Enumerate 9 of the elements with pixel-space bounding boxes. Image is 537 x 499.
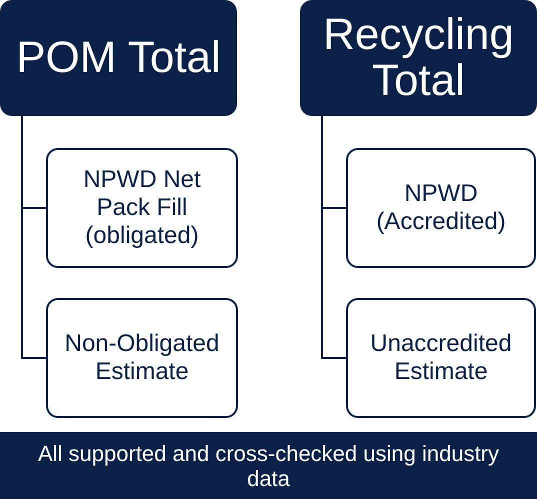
connector-line: [321, 116, 346, 359]
process-box: Non-Obligated Estimate: [46, 298, 238, 418]
note-banner: All supported and cross-checked using industry data: [0, 432, 537, 499]
process-box: NPWD (Accredited): [346, 148, 536, 268]
connector-line: [21, 116, 46, 359]
heading-box: Recycling Total: [300, 0, 537, 116]
process-box: Unaccredited Estimate: [346, 298, 536, 418]
process-box: NPWD Net Pack Fill (obligated): [46, 148, 238, 268]
heading-box: POM Total: [0, 0, 237, 116]
